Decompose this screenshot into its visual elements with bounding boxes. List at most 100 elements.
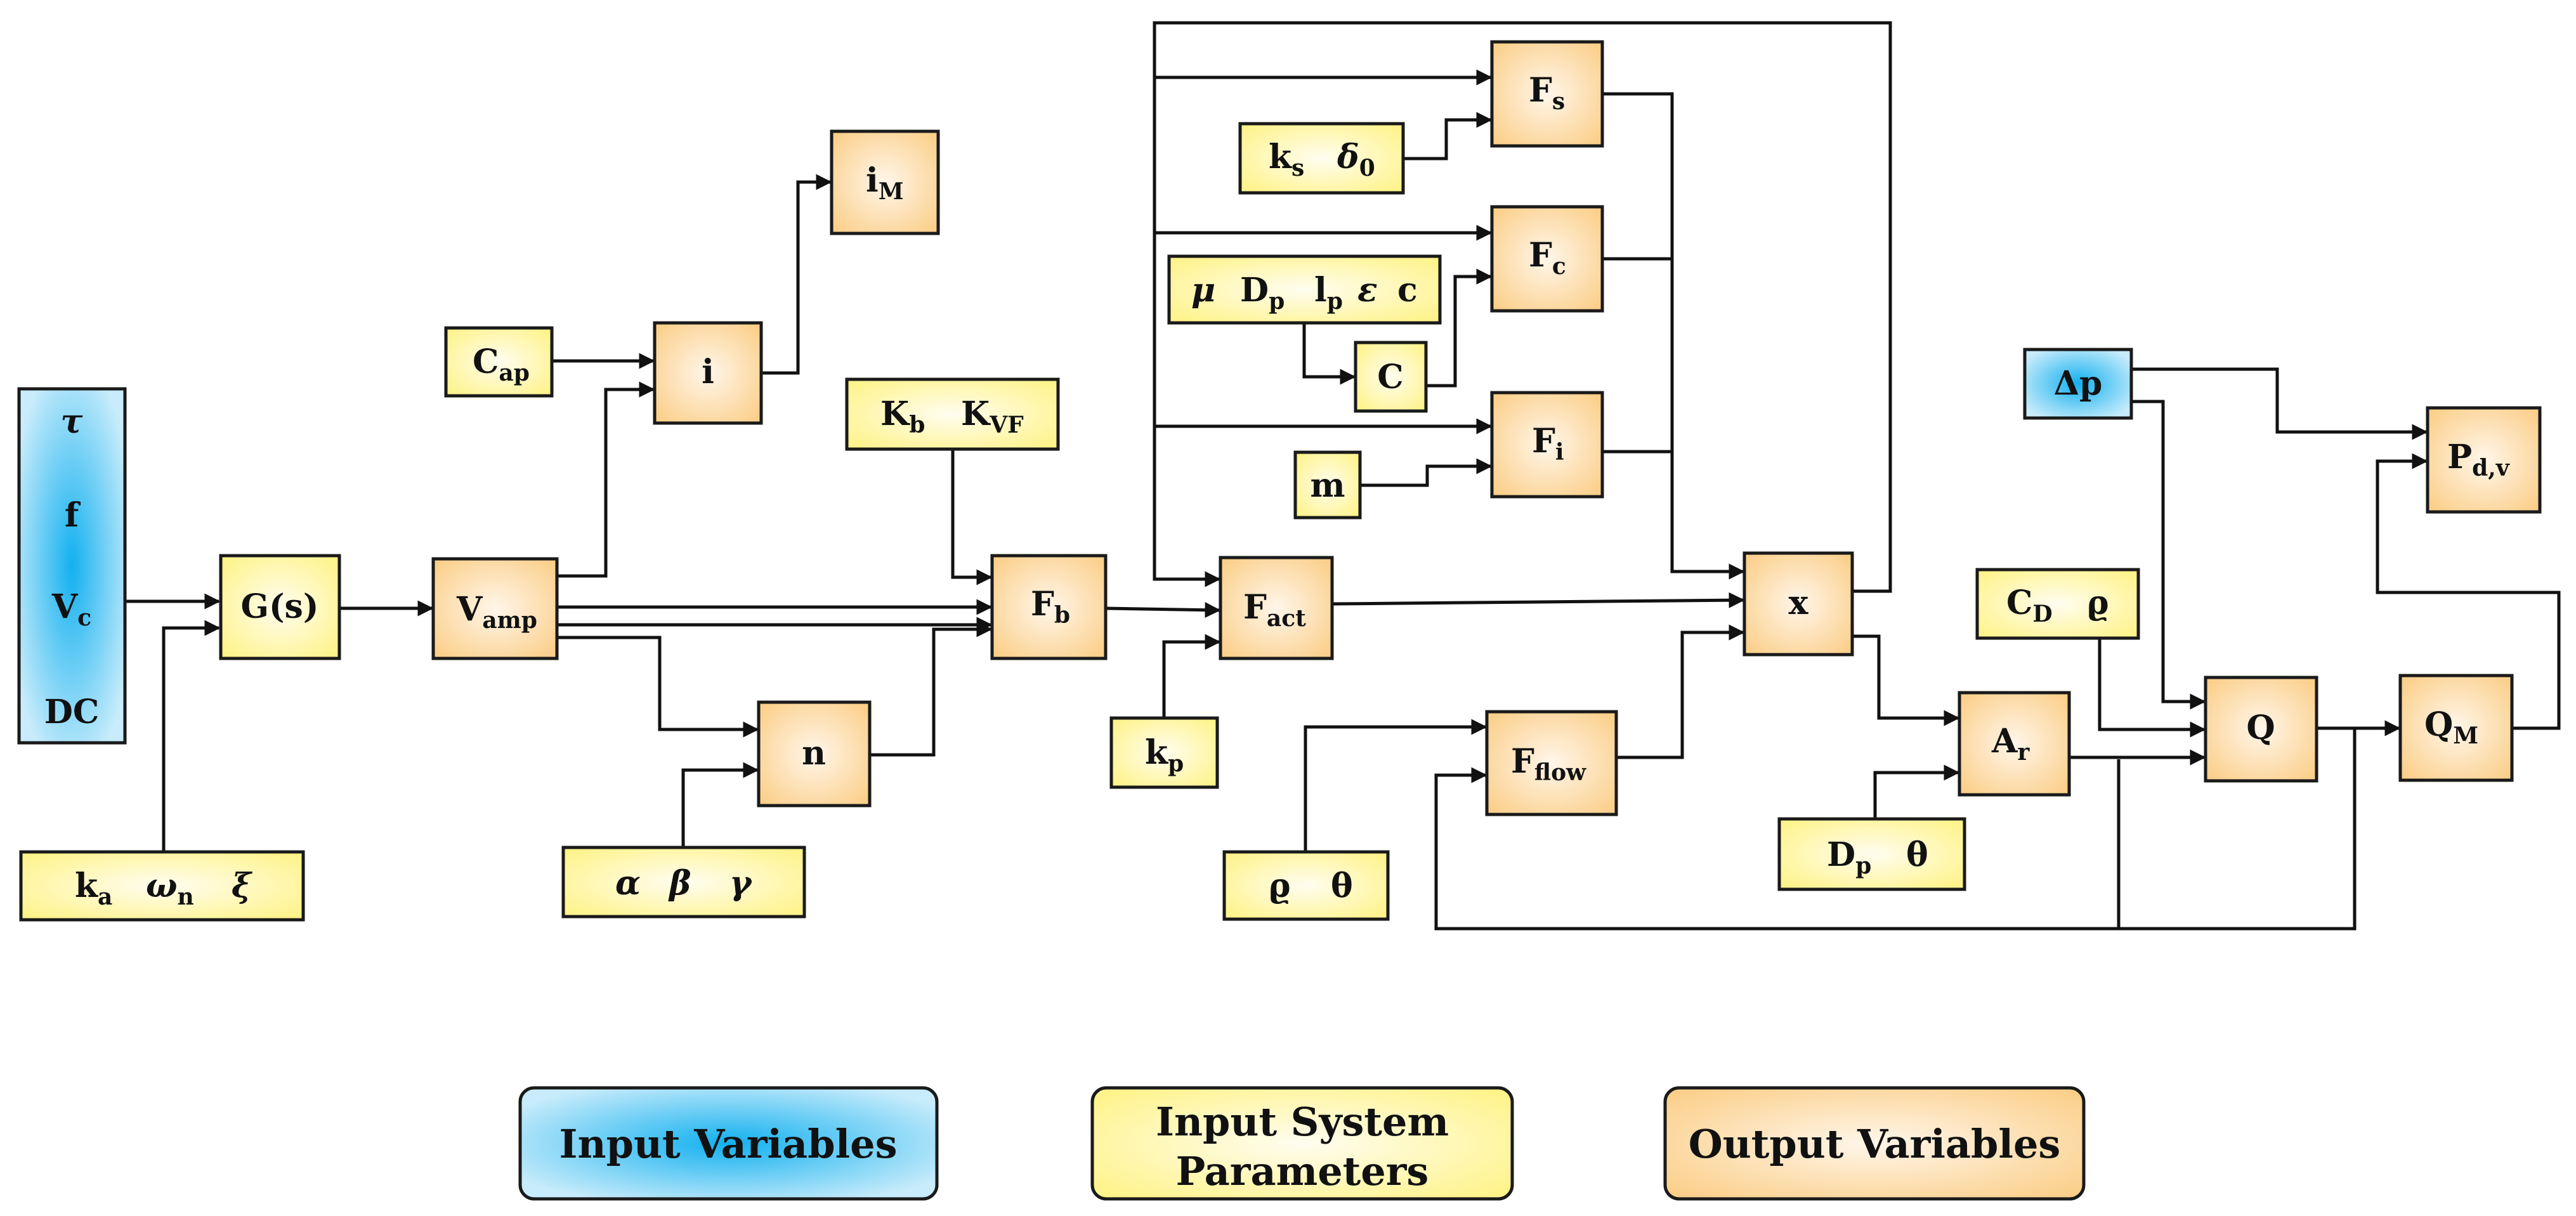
fs-label: Fs xyxy=(1529,71,1565,115)
fc-label: Fc xyxy=(1529,236,1566,280)
kvf-label: KVF xyxy=(961,395,1024,438)
legend-output-variables-label: Output Variables xyxy=(1689,1121,2061,1167)
rho-flow-label: ϱ xyxy=(1269,866,1291,905)
qm-block: QM xyxy=(2398,674,2514,782)
cd-rho-block: CD ϱ xyxy=(1975,568,2140,640)
fflow-label: Fflow xyxy=(1511,742,1586,786)
wire-qm-to-pdv xyxy=(2376,453,2561,730)
ks-label: ks xyxy=(1269,138,1304,181)
friction-params-block: μ Dp lp ε c xyxy=(1167,254,1442,325)
fflow-block: Fflow xyxy=(1485,710,1618,816)
wire-abg-to-n xyxy=(681,762,759,847)
ar-block: Ar xyxy=(1958,691,2071,797)
wire-fb-to-fact xyxy=(1105,602,1221,618)
dp2-label: Dp xyxy=(1827,835,1871,879)
wire-i-to-im xyxy=(761,174,832,375)
fb-block: Fb xyxy=(990,554,1108,660)
wire-vamp-to-i xyxy=(557,381,655,578)
vc-label: Vc xyxy=(51,587,91,631)
im-block: iM xyxy=(830,129,940,235)
connection-lines xyxy=(125,21,2561,931)
legend-output-variables: Output Variables xyxy=(1663,1086,2086,1201)
fs-block: Fs xyxy=(1490,40,1604,148)
legend: Input Variables Input System Parameters … xyxy=(518,1086,2086,1201)
wire-cd-to-q xyxy=(2098,638,2206,738)
kp-label: kp xyxy=(1145,733,1184,777)
legend-input-variables-label: Input Variables xyxy=(559,1121,898,1167)
gs-block: G(s) xyxy=(219,554,341,660)
x-label: x xyxy=(1788,584,1808,622)
f-label: f xyxy=(65,496,81,535)
rho-theta-block: ϱ θ xyxy=(1222,850,1390,921)
dp-label: Dp xyxy=(1240,271,1285,315)
legend-input-system-parameters-line2: Parameters xyxy=(1176,1148,1429,1194)
legend-input-variables: Input Variables xyxy=(518,1086,939,1201)
legend-input-system-parameters-line1: Input System xyxy=(1156,1099,1449,1145)
cap-block: Cap xyxy=(444,326,554,398)
wire-n-to-fb xyxy=(870,621,993,757)
wire-fflow-to-x xyxy=(1616,624,1745,759)
q-label: Q xyxy=(2246,709,2275,747)
wire-rho-to-fflow xyxy=(1304,719,1487,852)
kp-block: kp xyxy=(1109,716,1219,789)
fb-label: Fb xyxy=(1031,585,1070,629)
delta-p-block: Δp xyxy=(2023,348,2133,420)
dp-theta-block: Dp θ xyxy=(1777,817,1966,891)
wire-x-to-ar xyxy=(1852,634,1960,726)
wire-c-to-fc xyxy=(1426,268,1493,388)
wire-ks-to-fs xyxy=(1403,112,1493,160)
n-label: n xyxy=(802,734,826,773)
lp-label: lp xyxy=(1314,271,1343,315)
c-label: C xyxy=(1377,358,1403,396)
c-param-label: c xyxy=(1397,271,1418,310)
xi-label: ξ xyxy=(232,866,253,905)
n-block: n xyxy=(757,700,872,807)
theta-ar-label: θ xyxy=(1906,835,1928,874)
c-block: C xyxy=(1354,341,1428,413)
vamp-block: Vamp xyxy=(431,557,559,660)
fact-block: Fact xyxy=(1219,556,1334,660)
wire-dp-to-q xyxy=(2131,400,2206,710)
omega-label: ωn xyxy=(146,866,194,910)
delta-p-label: Δp xyxy=(2054,364,2103,403)
ka-omega-xi-block: ka ωn ξ xyxy=(19,850,305,922)
dc-label: DC xyxy=(44,693,99,731)
wire-params-to-c xyxy=(1302,323,1356,385)
fact-label: Fact xyxy=(1243,588,1306,632)
wire-fs-fc-fi-to-x xyxy=(1602,92,1745,580)
i-block: i xyxy=(653,321,763,425)
ka-label: ka xyxy=(75,866,112,910)
wire-x-feedback-top xyxy=(1153,21,1892,593)
gamma-label: γ xyxy=(729,864,753,903)
input-variables-block: τ f Vc DC xyxy=(17,387,127,745)
gs-label: G(s) xyxy=(241,587,319,626)
delta-label: δ0 xyxy=(1337,138,1375,181)
tau-label: τ xyxy=(61,402,84,441)
wire-kp-to-fact xyxy=(1162,634,1221,718)
vamp-label: Vamp xyxy=(456,590,537,634)
wire-ar-to-bottom-loop xyxy=(2119,728,2357,931)
wire-vamp-to-n xyxy=(557,636,759,738)
q-block: Q xyxy=(2204,676,2318,783)
wire-fact-to-x xyxy=(1331,592,1745,608)
kb-kvf-block: Kb KVF xyxy=(845,377,1060,451)
m-block: m xyxy=(1293,450,1362,520)
wire-kb-to-fb xyxy=(951,449,993,585)
ks-delta-block: ks δ0 xyxy=(1238,122,1405,195)
alpha-beta-gamma-block: α β γ xyxy=(561,846,806,919)
mu-label: μ xyxy=(1191,271,1215,310)
wire-dp-to-ar xyxy=(1873,764,1960,819)
kb-label: Kb xyxy=(880,395,925,438)
wire-dp-to-pdv xyxy=(2131,367,2428,440)
pdv-label: Pd,v xyxy=(2447,438,2510,481)
qm-label: QM xyxy=(2424,705,2478,749)
epsilon-label: ε xyxy=(1357,271,1378,310)
ar-label: Ar xyxy=(1991,722,2030,766)
alpha-label: α xyxy=(615,864,641,903)
legend-input-system-parameters: Input System Parameters xyxy=(1090,1086,1514,1201)
theta-flow-label: θ xyxy=(1331,866,1353,905)
x-block: x xyxy=(1742,551,1854,657)
wire-bottom-feedback xyxy=(1434,759,2121,931)
wire-params-to-gs xyxy=(162,620,221,852)
